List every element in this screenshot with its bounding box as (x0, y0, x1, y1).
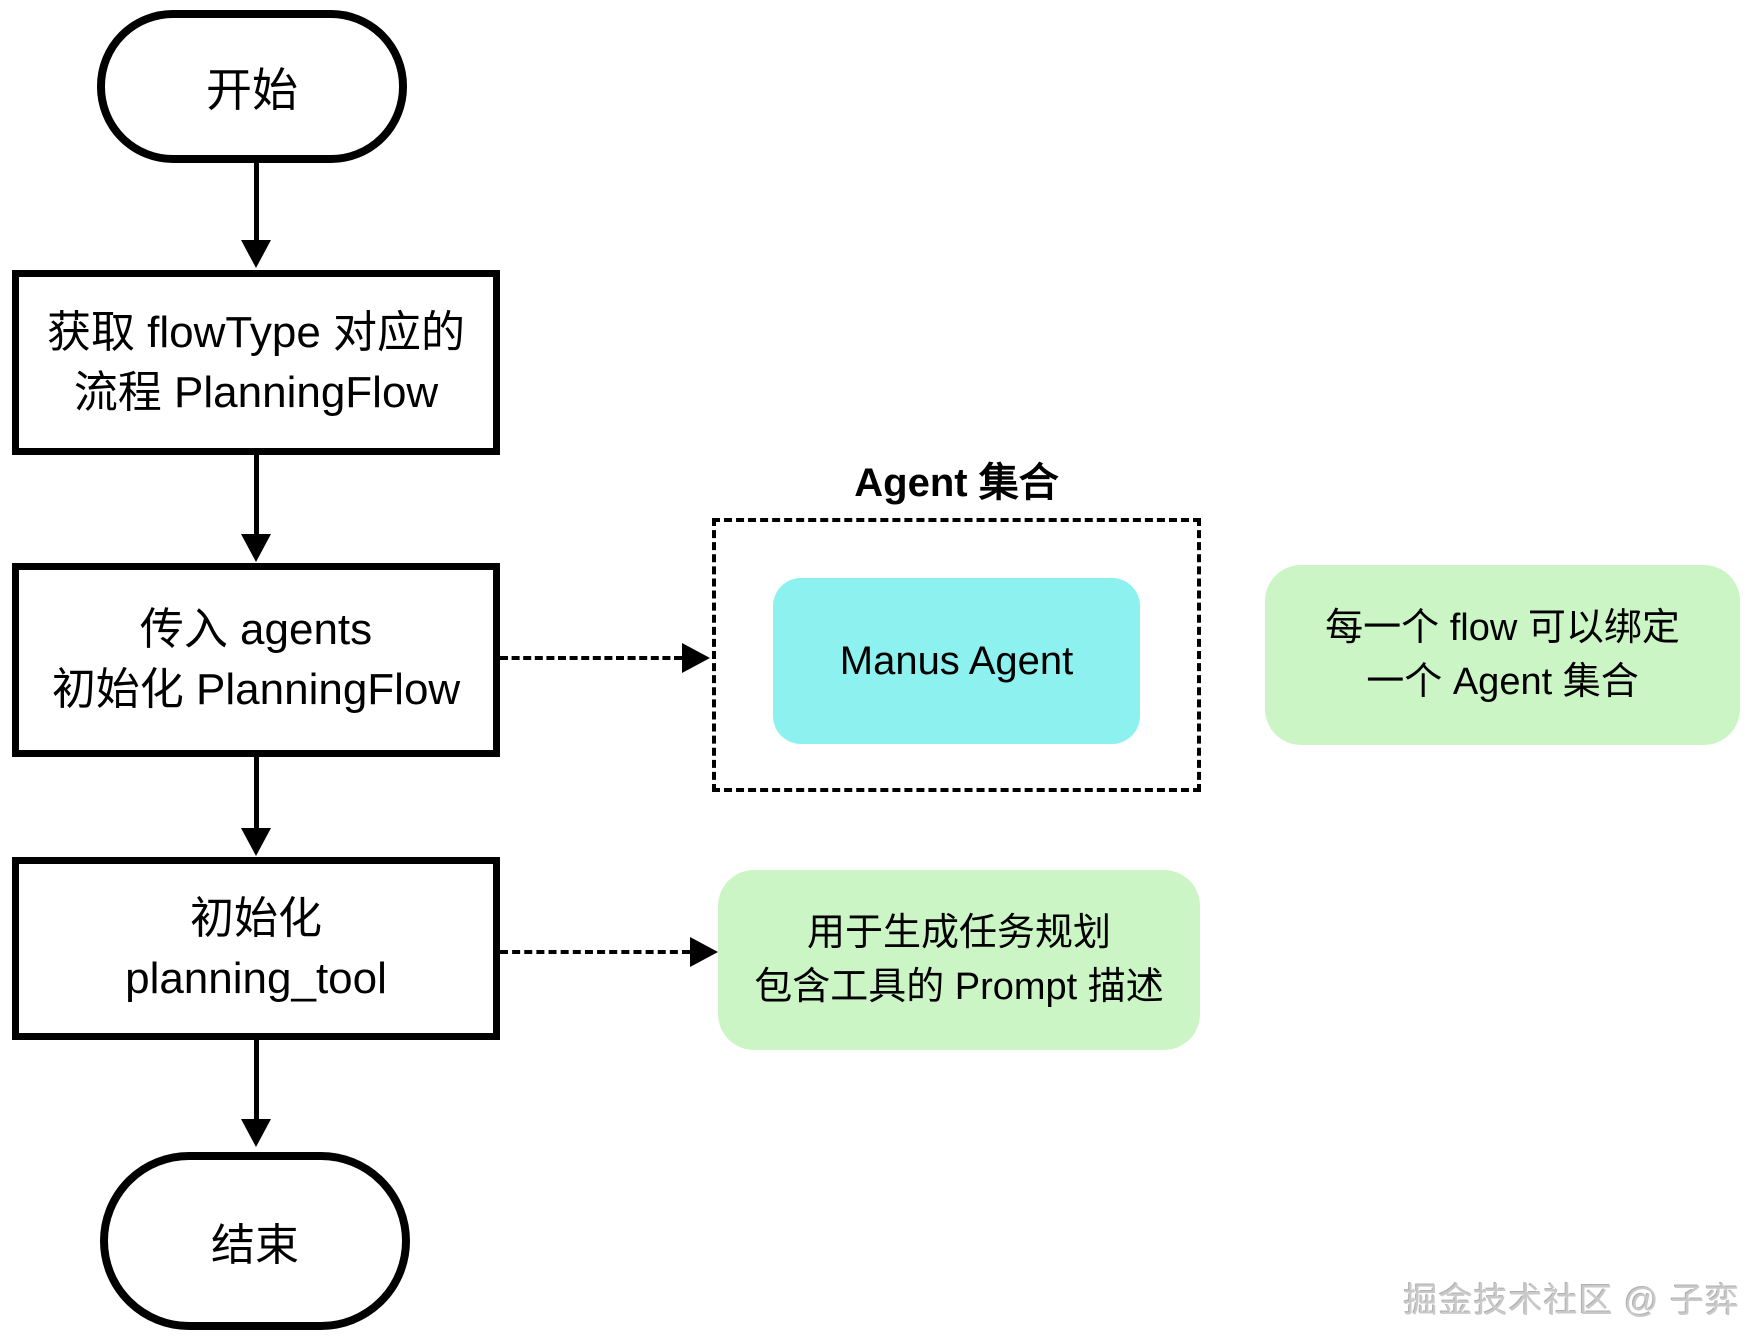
step-init-planning-flow-line1: 传入 agents (139, 605, 373, 654)
note-flow-binding-line1: 每一个 flow 可以绑定 (1325, 607, 1680, 649)
arrow-step2-to-step3-head (241, 828, 271, 856)
step-init-planning-tool-line1: 初始化 (190, 893, 322, 943)
step-init-planning-flow-line2: 初始化 PlanningFlow (51, 665, 461, 714)
step-get-planning-flow-line1: 获取 flowType 对应的 (46, 307, 466, 357)
note-flow-binding-line2: 一个 Agent 集合 (1366, 661, 1639, 703)
start-node-label: 开始 (206, 63, 298, 116)
manus-agent-node: Manus Agent (773, 578, 1140, 744)
manus-agent-label: Manus Agent (839, 639, 1074, 683)
start-node: 开始 (97, 10, 407, 163)
note-flow-binding: 每一个 flow 可以绑定 一个 Agent 集合 (1265, 565, 1740, 745)
arrow-step3-to-end-head (241, 1119, 271, 1147)
step-get-planning-flow: 获取 flowType 对应的 流程 PlanningFlow (12, 270, 500, 455)
agent-group-box (712, 518, 1201, 792)
arrow-step3-to-end (254, 1040, 259, 1120)
step-init-planning-tool-line2: planning_tool (125, 953, 387, 1003)
dashed-arrow-step2-to-agent-group (500, 656, 682, 660)
note-planning-tool-prompt-line2: 包含工具的 Prompt 描述 (754, 966, 1164, 1008)
watermark: 掘金技术社区 @ 子弈 (1403, 1282, 1740, 1320)
step-init-planning-flow: 传入 agents 初始化 PlanningFlow (12, 563, 500, 757)
dashed-arrow-step2-to-agent-group-head (682, 643, 710, 673)
note-planning-tool-prompt-line1: 用于生成任务规划 (806, 912, 1111, 954)
arrow-step1-to-step2-head (241, 534, 271, 562)
dashed-arrow-step3-to-note-head (690, 937, 718, 967)
step-get-planning-flow-line2: 流程 PlanningFlow (73, 367, 439, 417)
arrow-step2-to-step3 (254, 757, 259, 829)
note-planning-tool-prompt: 用于生成任务规划 包含工具的 Prompt 描述 (718, 870, 1200, 1050)
agent-group-title: Agent 集合 (854, 461, 1059, 505)
end-node-label: 结束 (211, 1221, 299, 1270)
arrow-step1-to-step2 (254, 455, 259, 535)
end-node: 结束 (100, 1152, 410, 1330)
arrow-start-to-step1 (254, 163, 259, 241)
step-init-planning-tool: 初始化 planning_tool (12, 857, 500, 1040)
arrow-start-to-step1-head (241, 240, 271, 268)
dashed-arrow-step3-to-note (500, 950, 690, 954)
